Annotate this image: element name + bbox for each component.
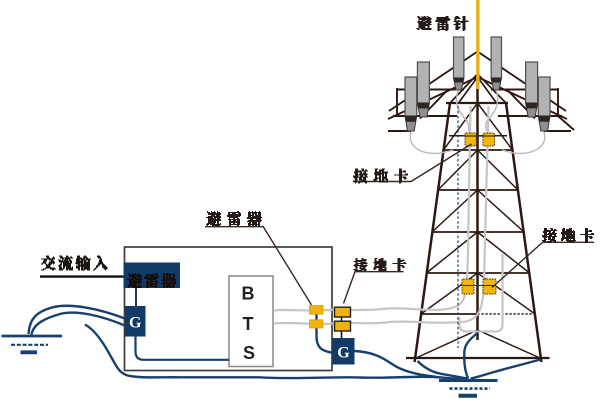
svg-text:T: T <box>243 314 254 334</box>
svg-text:G: G <box>337 345 350 362</box>
svg-text:B: B <box>242 284 255 304</box>
svg-text:G: G <box>129 315 142 332</box>
svg-text:S: S <box>243 343 255 363</box>
